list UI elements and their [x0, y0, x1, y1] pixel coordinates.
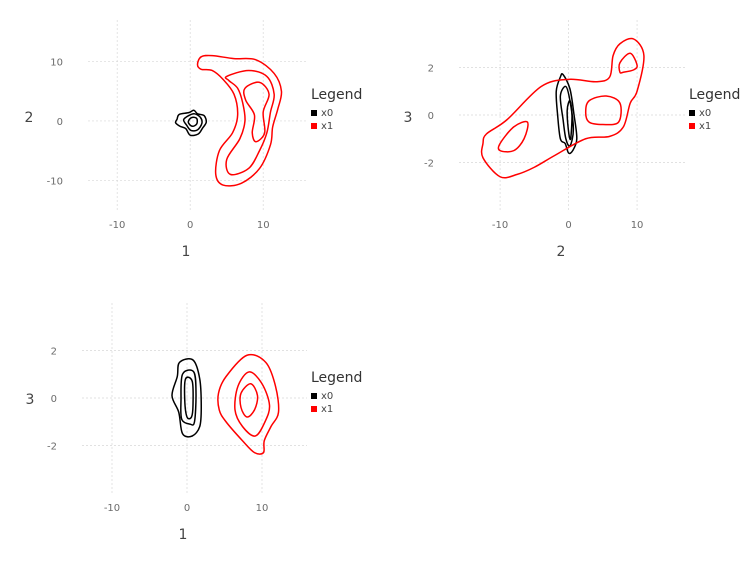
legend-entry-label: x0 [699, 108, 711, 119]
x-tick-label: -10 [109, 220, 125, 231]
contour-line-x0 [171, 358, 202, 438]
legend-swatch [689, 123, 695, 129]
x-tick-label: -10 [104, 503, 120, 514]
y-tick-label: 10 [50, 58, 63, 69]
x-tick-label: 10 [256, 503, 269, 514]
contour-line-x1 [234, 371, 271, 437]
y-tick-label: 0 [428, 111, 434, 122]
contour-line-x1 [196, 54, 283, 187]
y-tick-label: 2 [51, 347, 57, 358]
y-tick-label: 2 [428, 64, 434, 75]
contour-line-x1 [224, 69, 275, 176]
contour-line-x1 [480, 37, 645, 179]
contour-line-x1 [618, 52, 638, 74]
x-axis-label: 1 [179, 527, 188, 543]
legend-title: Legend [689, 87, 740, 103]
legend-entry-label: x1 [321, 121, 333, 132]
contour-line-x1 [584, 95, 622, 126]
contour-line-x1 [239, 383, 259, 418]
legend-swatch [311, 393, 317, 399]
legend-entry-label: x0 [321, 108, 333, 119]
x-tick-label: 10 [257, 220, 270, 231]
series-x1 [196, 54, 283, 187]
contour-line-x0 [182, 113, 203, 132]
contour-line-x0 [180, 369, 197, 426]
contour-line-x1 [497, 120, 529, 153]
y-tick-label: 0 [51, 394, 57, 405]
y-tick-label: 0 [57, 117, 63, 128]
y-tick-label: -2 [47, 442, 57, 453]
x-axis-label: 1 [182, 244, 191, 260]
legend-entry-label: x0 [321, 391, 333, 402]
contour-line-x0 [566, 99, 573, 141]
x-tick-label: 0 [187, 220, 193, 231]
series-x1 [217, 353, 280, 455]
legend: Legend x0 x1 [311, 87, 362, 132]
legend-entry-label: x1 [699, 121, 711, 132]
series-x0 [555, 73, 578, 155]
legend: Legend x0 x1 [311, 370, 362, 415]
contour-line-x0 [187, 116, 199, 128]
contour-line-x1 [217, 353, 280, 455]
x-tick-label: 10 [631, 220, 644, 231]
legend-swatch [311, 406, 317, 412]
y-tick-label: -10 [47, 176, 63, 187]
y-axis-label: 3 [404, 110, 413, 126]
series-x0 [174, 109, 208, 137]
legend-swatch [311, 110, 317, 116]
legend: Legend x0 x1 [689, 87, 740, 132]
legend-swatch [311, 123, 317, 129]
chart-panel-1: -10 0 10 -10 0 10 1 2 Legend x0 x1 [25, 20, 362, 260]
legend-title: Legend [311, 370, 362, 386]
legend-title: Legend [311, 87, 362, 103]
x-tick-label: 0 [565, 220, 571, 231]
x-tick-label: -10 [492, 220, 508, 231]
contour-line-x1 [243, 81, 270, 143]
x-tick-label: 0 [184, 503, 190, 514]
series-x0 [171, 358, 202, 438]
chart-panel-2: -10 0 10 -2 0 2 2 3 Legend x0 x1 [404, 20, 740, 260]
legend-swatch [689, 110, 695, 116]
contour-line-x0 [559, 85, 575, 147]
x-axis-label: 2 [557, 244, 566, 260]
series-x1 [480, 37, 645, 179]
y-axis-label: 3 [26, 392, 35, 408]
legend-entry-label: x1 [321, 404, 333, 415]
contour-line-x0 [183, 376, 194, 420]
contour-line-x0 [174, 109, 208, 137]
y-tick-label: -2 [424, 159, 434, 170]
chart-panel-3: -10 0 10 -2 0 2 1 3 Legend x0 x1 [26, 303, 362, 543]
y-axis-label: 2 [25, 110, 34, 126]
contour-line-x0 [555, 73, 578, 155]
